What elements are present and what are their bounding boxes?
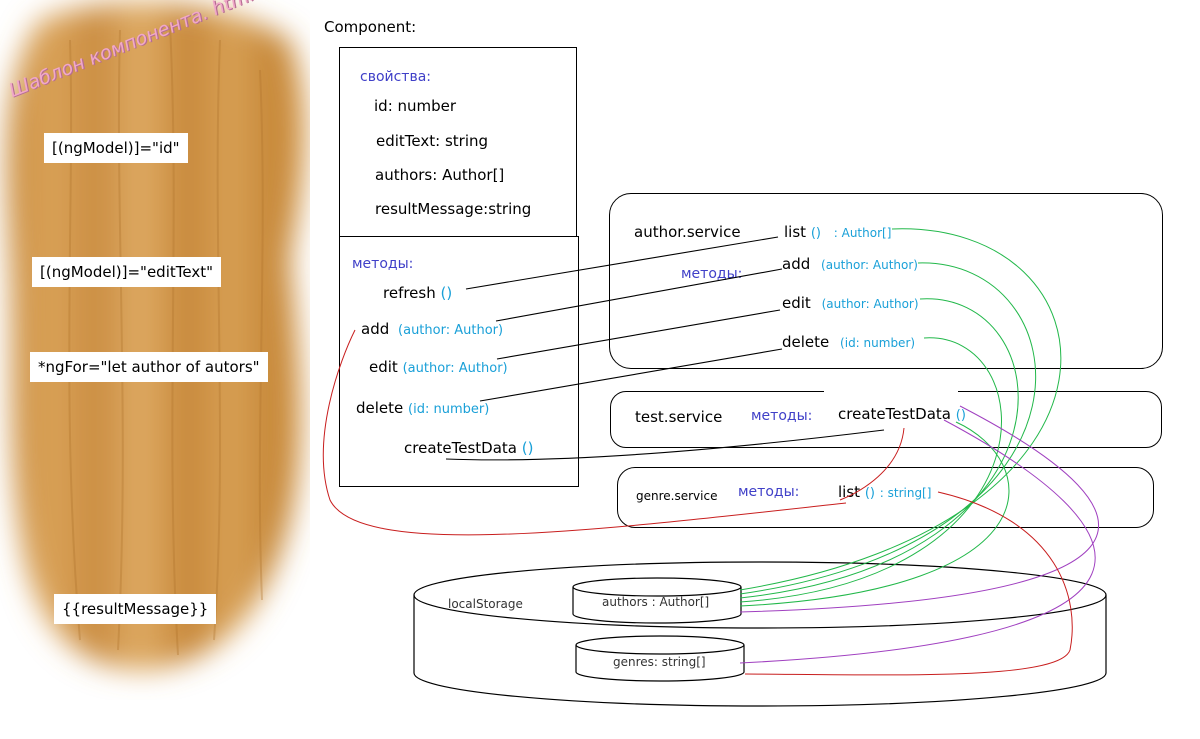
method-name: delete xyxy=(356,399,404,417)
method-add: add (author: Author) xyxy=(361,320,503,338)
method-returns: : string[] xyxy=(879,486,932,500)
component-label: Component: xyxy=(324,18,417,36)
method-name: add xyxy=(361,320,390,338)
author-method-edit: edit (author: Author) xyxy=(782,294,919,312)
binding-result-message: {{resultMessage}} xyxy=(54,594,217,624)
method-args: (author: Author) xyxy=(398,323,504,338)
purple-test-genres xyxy=(739,419,1096,664)
method-args: () xyxy=(521,439,534,457)
method-args: (id: number) xyxy=(408,402,490,417)
method-args: () xyxy=(810,226,821,241)
red-genre-to-component xyxy=(322,329,847,536)
method-returns: : Author[] xyxy=(833,226,892,240)
method-name: delete xyxy=(782,333,830,351)
property-item: authors: Author[] xyxy=(375,166,505,184)
author-service-box xyxy=(609,193,1163,369)
red-test-to-genre xyxy=(839,427,905,501)
method-name: createTestData xyxy=(404,439,517,457)
author-method-delete: delete (id: number) xyxy=(782,333,915,351)
properties-heading: свойства: xyxy=(360,69,432,85)
method-args: (author: Author) xyxy=(821,297,919,311)
method-name: edit xyxy=(782,294,811,312)
binding-id: [(ngModel)]="id" xyxy=(44,133,188,163)
property-item: resultMessage:string xyxy=(375,200,532,218)
method-name: list xyxy=(838,483,861,501)
method-name: refresh xyxy=(383,284,436,302)
storage-genres: genres: string[] xyxy=(613,655,706,669)
author-method-add: add (author: Author) xyxy=(782,255,918,273)
red-genre-list-storage xyxy=(744,491,1073,676)
green-delete xyxy=(739,337,1002,603)
method-args: () xyxy=(864,486,875,501)
link-add-add xyxy=(495,268,783,322)
method-name: add xyxy=(782,255,811,273)
test-service-name: test.service xyxy=(635,408,723,426)
local-storage-label: localStorage xyxy=(448,597,523,611)
genre-service-methods-heading: методы: xyxy=(738,484,800,500)
method-create-test-data: createTestData () xyxy=(404,439,533,457)
property-item: editText: string xyxy=(376,132,489,150)
green-edit xyxy=(739,298,1019,599)
genre-service-box xyxy=(617,467,1154,528)
method-args: () xyxy=(440,284,453,302)
author-service-methods-heading: методы: xyxy=(681,266,743,282)
test-method-create-test-data: createTestData () xyxy=(834,405,970,423)
binding-edit-text: [(ngModel)]="editText" xyxy=(32,257,221,287)
property-item: id: number xyxy=(374,97,457,115)
binding-ngfor: *ngFor="let author of autors" xyxy=(30,352,268,382)
green-add xyxy=(739,262,1036,595)
method-args: (id: number) xyxy=(840,336,916,350)
link-edit-edit xyxy=(496,309,781,360)
storage-authors: authors : Author[] xyxy=(602,595,710,609)
method-name: list xyxy=(784,223,807,241)
author-service-name: author.service xyxy=(634,223,741,241)
method-args: (author: Author) xyxy=(402,361,508,376)
link-refresh-list xyxy=(465,236,779,290)
green-testdata xyxy=(739,421,1010,607)
link-delete-delete xyxy=(479,348,783,402)
purple-test-authors xyxy=(739,405,1099,613)
genre-method-list: list () : string[] xyxy=(838,483,931,501)
link-createtestdata xyxy=(445,429,885,461)
method-delete: delete (id: number) xyxy=(356,399,489,417)
method-edit: edit (author: Author) xyxy=(369,358,508,376)
template-wood-panel xyxy=(6,2,306,671)
method-args: (author: Author) xyxy=(821,258,918,272)
method-refresh: refresh () xyxy=(383,284,452,302)
green-list xyxy=(739,228,1062,591)
component-methods-box xyxy=(339,236,579,487)
genre-service-name: genre.service xyxy=(636,489,718,503)
component-methods-heading: методы: xyxy=(352,256,414,272)
method-args: () xyxy=(955,408,966,423)
test-service-methods-heading: методы: xyxy=(751,408,813,424)
method-name: edit xyxy=(369,358,398,376)
method-name: createTestData xyxy=(838,405,951,423)
author-method-list: list () : Author[] xyxy=(784,223,891,241)
